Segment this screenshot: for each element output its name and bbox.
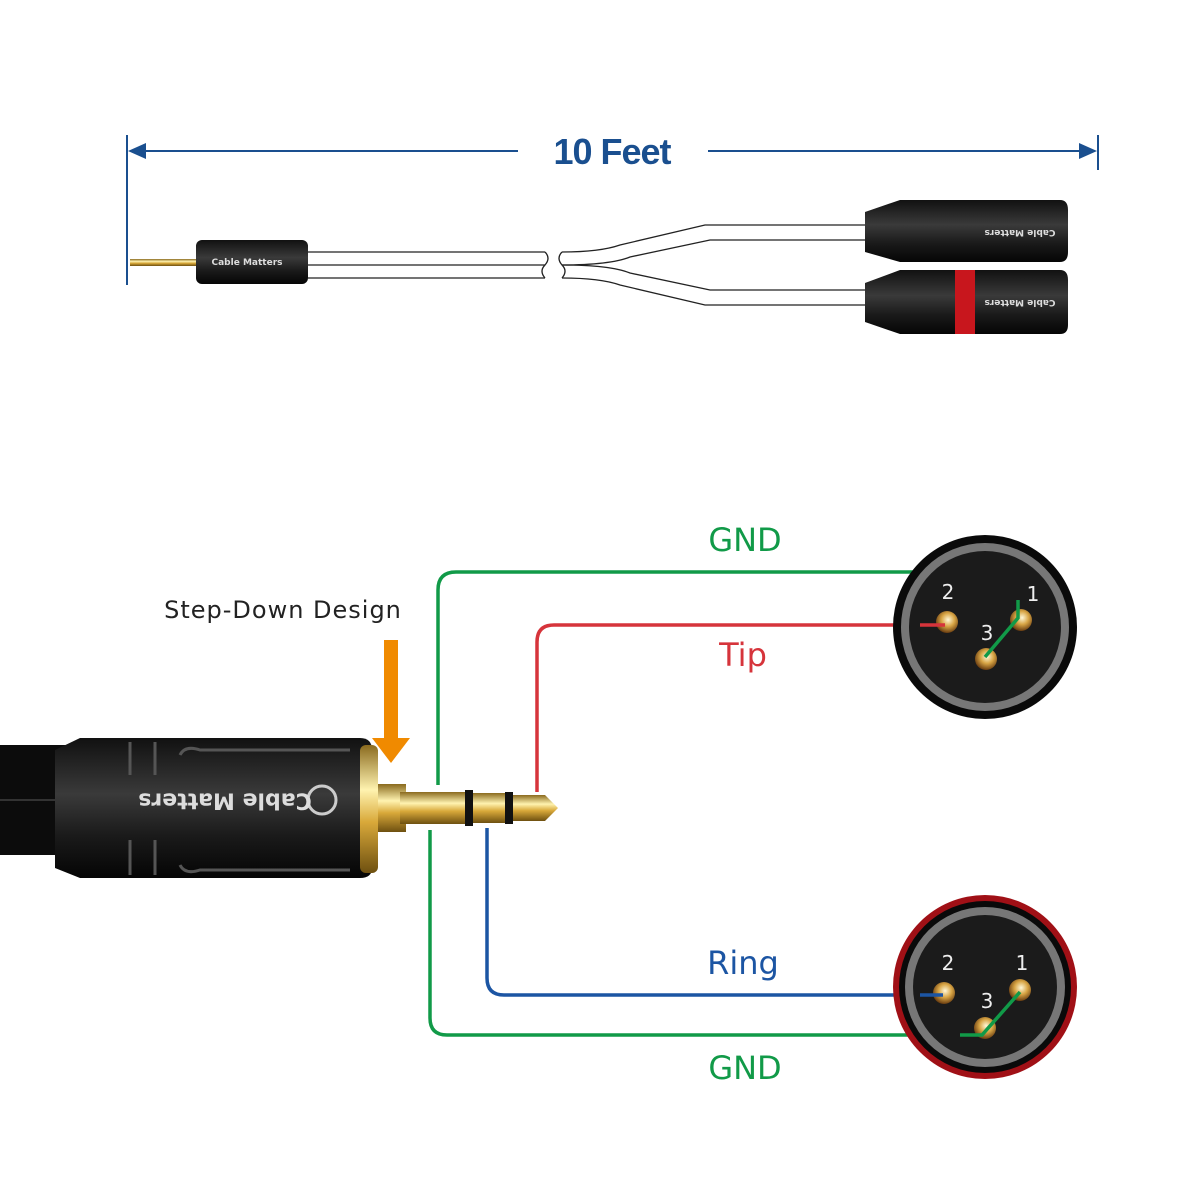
stereo-jack-plug xyxy=(0,738,558,878)
gnd-label-bottom: GND xyxy=(708,1049,782,1087)
jack-body xyxy=(55,738,372,878)
wiring xyxy=(428,570,1022,1037)
ring-contact xyxy=(473,793,505,823)
gold-collar xyxy=(360,745,378,873)
brand-logo-icon xyxy=(306,784,338,816)
gnd-wire-top xyxy=(436,570,1020,785)
brand-label-jack: Cable Matters xyxy=(138,787,312,813)
brand-label-mini-jack: Cable Matters xyxy=(211,258,283,268)
pin-1-bottom xyxy=(1009,979,1031,1001)
xlr-red-band xyxy=(955,270,975,334)
pin-2-label-top: 2 xyxy=(941,580,955,604)
dimension-line xyxy=(126,135,1099,285)
ring-wire xyxy=(485,828,943,997)
xlr-face-top xyxy=(893,535,1077,719)
length-label: 10 Feet xyxy=(553,131,671,172)
step-down-callout: Step-Down Design xyxy=(164,596,402,624)
gnd-label-top: GND xyxy=(708,521,782,559)
step-down-arrow-icon xyxy=(372,640,410,763)
sleeve xyxy=(400,792,465,824)
mini-jack-body xyxy=(196,240,308,284)
pin-3-label-bottom: 3 xyxy=(980,989,994,1013)
tip-wire xyxy=(535,623,945,792)
arrow-left-icon xyxy=(128,143,146,159)
mini-jack-plug xyxy=(130,259,200,266)
brand-label-xlr-bottom: Cable Matters xyxy=(984,297,1056,307)
xlr-connector-top xyxy=(865,200,1068,262)
tip-label: Tip xyxy=(719,636,767,674)
arrow-right-icon xyxy=(1079,143,1097,159)
gnd-wire-bottom xyxy=(428,830,1022,1037)
pin-2-label-bottom: 2 xyxy=(941,951,955,975)
pin-1-top xyxy=(1010,609,1032,631)
tip-contact xyxy=(513,795,558,821)
pin-1-label-bottom: 1 xyxy=(1015,951,1029,975)
pin-2-top xyxy=(936,611,958,633)
cable-overview xyxy=(130,200,1068,334)
pin-3-top xyxy=(975,648,997,670)
xlr-face-bottom xyxy=(893,895,1077,1079)
pin-1-label-top: 1 xyxy=(1026,582,1040,606)
brand-label-xlr-top: Cable Matters xyxy=(984,227,1056,237)
pin-3-label-top: 3 xyxy=(980,621,994,645)
ring-label: Ring xyxy=(707,944,779,982)
pin-2-bottom xyxy=(933,982,955,1004)
